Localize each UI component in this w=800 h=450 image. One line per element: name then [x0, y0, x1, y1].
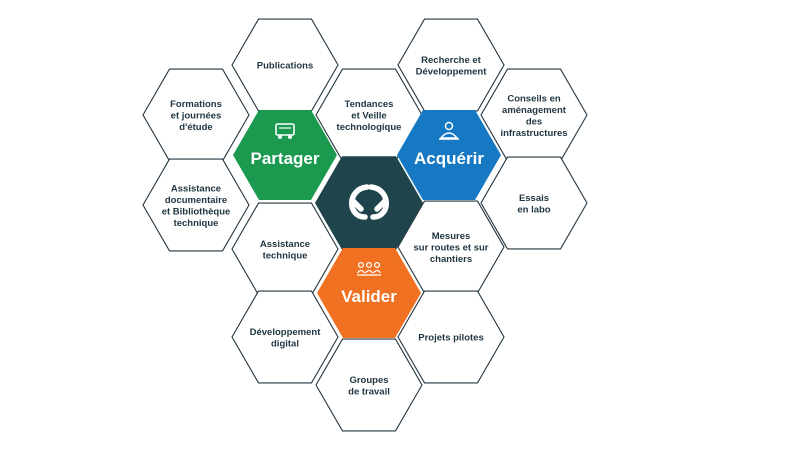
hex-center-shape: [315, 156, 423, 250]
hex-tendances-label: Tendances: [345, 99, 394, 110]
hex-valider: Valider: [317, 248, 421, 338]
hex-essais-label: Essais: [519, 193, 549, 204]
hex-recherche-shape: [397, 18, 505, 112]
hex-developpement-label: digital: [271, 338, 299, 349]
hex-publications-label: Publications: [257, 61, 313, 72]
hex-mesures-label: chantiers: [430, 254, 472, 265]
hex-groupes-label: Groupes: [349, 375, 388, 386]
hex-assistance-label: technique: [263, 250, 308, 261]
hex-mesures-label: Mesures: [432, 231, 471, 242]
hex-publications: Publications: [231, 18, 339, 112]
hex-documentaire-label: et Bibliothèque: [162, 206, 231, 217]
hex-partager: Partager: [233, 110, 337, 200]
hex-groupes-label: de travail: [348, 386, 390, 397]
person-reading-icon: [439, 121, 459, 140]
hex-documentaire-label: documentaire: [165, 195, 227, 206]
hex-assistance-label: Assistance: [260, 239, 310, 250]
hex-projets-shape: [397, 290, 505, 384]
hex-tendances-label: et Veille: [351, 111, 386, 122]
hex-valider-shape: [317, 248, 421, 338]
hex-projets-label: Projets pilotes: [418, 333, 483, 344]
hex-documentaire-shape: [142, 158, 250, 252]
hex-acquerir: Acquérir: [397, 110, 501, 200]
hex-valider-title: Valider: [341, 287, 397, 306]
hex-projets: Projets pilotes: [397, 290, 505, 384]
hex-developpement-shape: [231, 290, 339, 384]
hex-partager-shape: [233, 110, 337, 200]
hex-documentaire-label: Assistance: [171, 183, 221, 194]
hex-center: [315, 156, 423, 250]
group-icon: [356, 261, 382, 276]
hex-mesures-label: sur routes et sur: [414, 243, 489, 254]
hex-acquerir-shape: [397, 110, 501, 200]
hex-acquerir-title: Acquérir: [414, 149, 484, 168]
hex-groupes-shape: [315, 338, 423, 432]
hex-formations-label: Formations: [170, 99, 222, 110]
hex-essais-shape: [480, 156, 588, 250]
truck-icon: [275, 123, 295, 139]
hex-formations-label: et journées: [171, 111, 222, 122]
hex-recherche-label: Recherche et: [421, 55, 482, 66]
hex-tendances-label: technologique: [337, 122, 402, 133]
hex-partager-title: Partager: [251, 149, 320, 168]
hex-developpement-label: Développement: [250, 327, 322, 338]
hex-recherche-label: Développement: [416, 66, 488, 77]
hex-conseils-label: Conseils en: [507, 93, 561, 104]
logo-icon: [349, 184, 389, 220]
hex-conseils-label: des: [526, 116, 542, 127]
hex-conseils-label: aménagement: [502, 105, 567, 116]
hex-conseils-label: infrastructures: [500, 128, 567, 139]
hex-essais-label: en labo: [517, 204, 550, 215]
hex-documentaire-label: technique: [174, 218, 219, 229]
hex-formations-label: d'étude: [179, 122, 212, 133]
